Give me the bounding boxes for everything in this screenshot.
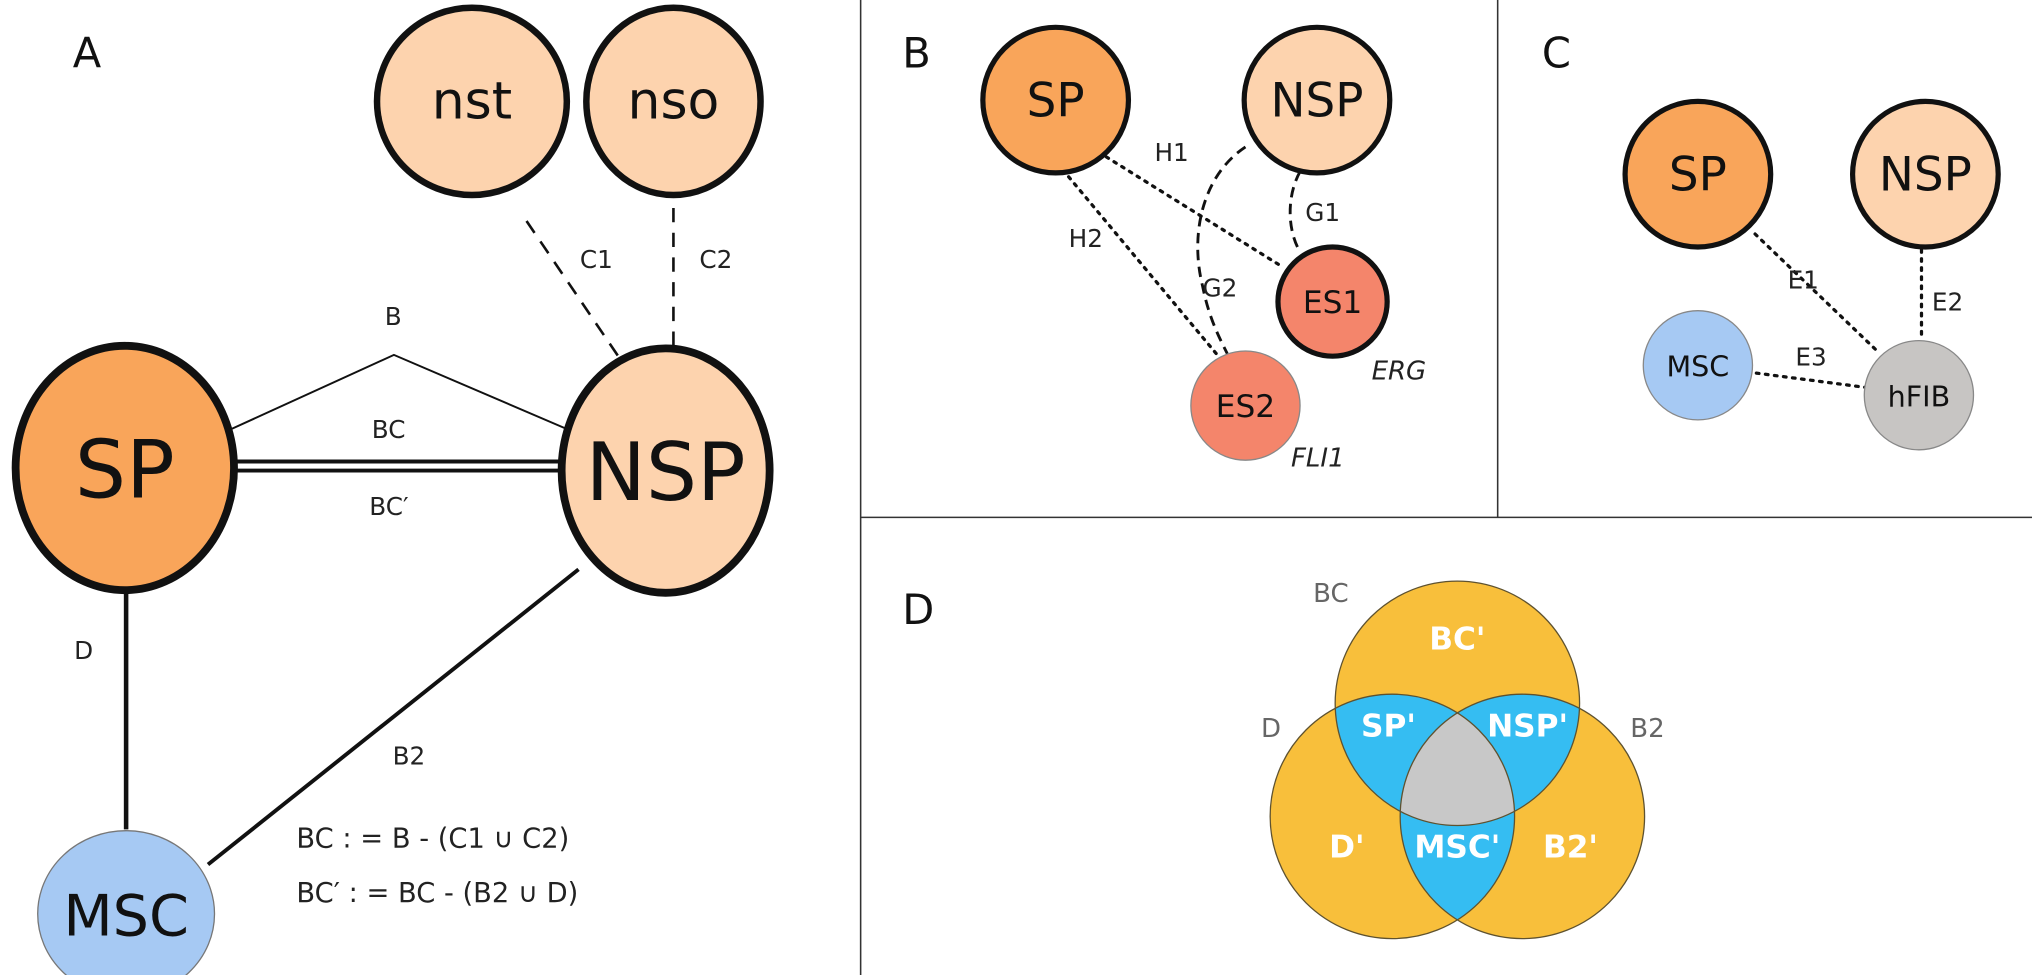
edge-label-c1: C1 — [580, 245, 613, 274]
panel-label-b: B — [902, 29, 931, 78]
edge-label-bc: BC — [372, 415, 406, 444]
node-c-sp: SP — [1622, 98, 1774, 250]
edge-h2 — [1067, 175, 1222, 360]
svg-text:ES2: ES2 — [1216, 389, 1275, 425]
node-c-msc: MSC — [1642, 310, 1754, 421]
panel-c: C E1 E2 E3 SP NSP MSC hFIB — [1542, 29, 2001, 451]
formula-bc-prime: BC′ : = BC - (B2 ∪ D) — [296, 878, 578, 909]
edge-label-h2: H2 — [1069, 224, 1103, 253]
venn-region-nsp-prime: NSP' — [1487, 709, 1568, 745]
node-b-es1: ES1 — [1275, 244, 1390, 359]
edge-label-b: B — [385, 302, 402, 331]
node-b-es2: ES2 — [1190, 350, 1301, 461]
venn-region-d-prime: D' — [1329, 830, 1364, 866]
edge-label-d: D — [74, 636, 93, 665]
svg-text:hFIB: hFIB — [1888, 380, 1951, 414]
edge-e1 — [1753, 232, 1882, 356]
edge-label-g1: G1 — [1305, 198, 1340, 227]
svg-text:NSP: NSP — [1270, 74, 1363, 128]
edge-label-bc-prime: BC′ — [369, 492, 409, 521]
edge-h1 — [1096, 150, 1284, 269]
svg-text:NSP: NSP — [586, 426, 746, 520]
svg-text:nso: nso — [627, 71, 719, 131]
node-b-sp: SP — [980, 24, 1132, 176]
edge-label-c2: C2 — [699, 245, 732, 274]
venn-diagram: BC D B2 BC' SP' NSP' D' MSC' B2' — [1261, 579, 1665, 940]
svg-text:NSP: NSP — [1879, 149, 1972, 203]
svg-text:SP: SP — [1027, 74, 1085, 128]
node-nsp: NSP — [557, 344, 774, 597]
venn-region-bc-prime: BC' — [1429, 622, 1485, 658]
venn-set-label-bc: BC — [1313, 579, 1349, 609]
formula-bc: BC : = B - (C1 ∪ C2) — [296, 824, 569, 855]
venn-overlap-triple — [1400, 694, 1515, 826]
svg-text:MSC: MSC — [1666, 350, 1729, 384]
venn-region-b2-prime: B2' — [1543, 830, 1598, 866]
node-msc: MSC — [37, 830, 216, 975]
node-c-hfib: hFIB — [1863, 339, 1975, 451]
edge-g1 — [1288, 170, 1302, 251]
panel-label-c: C — [1542, 29, 1571, 78]
venn-region-sp-prime: SP' — [1361, 709, 1416, 745]
svg-text:SP: SP — [75, 424, 175, 518]
edge-label-e1: E1 — [1788, 266, 1819, 295]
node-c-nsp: NSP — [1849, 98, 2001, 250]
edge-e3 — [1754, 371, 1868, 390]
svg-text:nst: nst — [432, 71, 512, 131]
edge-label-b2: B2 — [393, 741, 426, 770]
node-b-nsp: NSP — [1241, 24, 1393, 176]
gene-label-erg: ERG — [1372, 357, 1427, 387]
edge-g2 — [1196, 145, 1247, 355]
edge-label-h1: H1 — [1154, 138, 1188, 167]
svg-text:SP: SP — [1669, 149, 1727, 203]
panel-label-d: D — [902, 585, 934, 634]
venn-region-msc-prime: MSC' — [1414, 830, 1500, 866]
panel-d: D BC D B2 BC' SP' NSP' D' MSC' B2' — [902, 579, 1665, 940]
edge-b — [231, 353, 568, 430]
gene-label-fli1: FLI1 — [1291, 444, 1345, 474]
edge-c1 — [525, 220, 630, 372]
edge-label-e2: E2 — [1932, 288, 1963, 317]
panel-a: A B BC BC′ C1 C2 D B2 nst nso SP NSP — [11, 4, 774, 975]
panel-b: B H1 H2 G1 G2 SP NSP ES1 ES2 ERG FLI1 — [902, 24, 1427, 474]
edge-b2 — [206, 567, 580, 867]
node-nst: nst — [373, 4, 571, 199]
edge-label-e3: E3 — [1795, 342, 1826, 371]
venn-set-label-d: D — [1261, 714, 1281, 744]
svg-text:MSC: MSC — [63, 884, 189, 950]
node-sp: SP — [11, 341, 238, 595]
venn-set-label-b2: B2 — [1630, 714, 1664, 744]
svg-text:ES1: ES1 — [1303, 285, 1362, 321]
node-nso: nso — [583, 4, 764, 199]
panel-label-a: A — [73, 29, 102, 78]
edge-label-g2: G2 — [1203, 273, 1238, 302]
